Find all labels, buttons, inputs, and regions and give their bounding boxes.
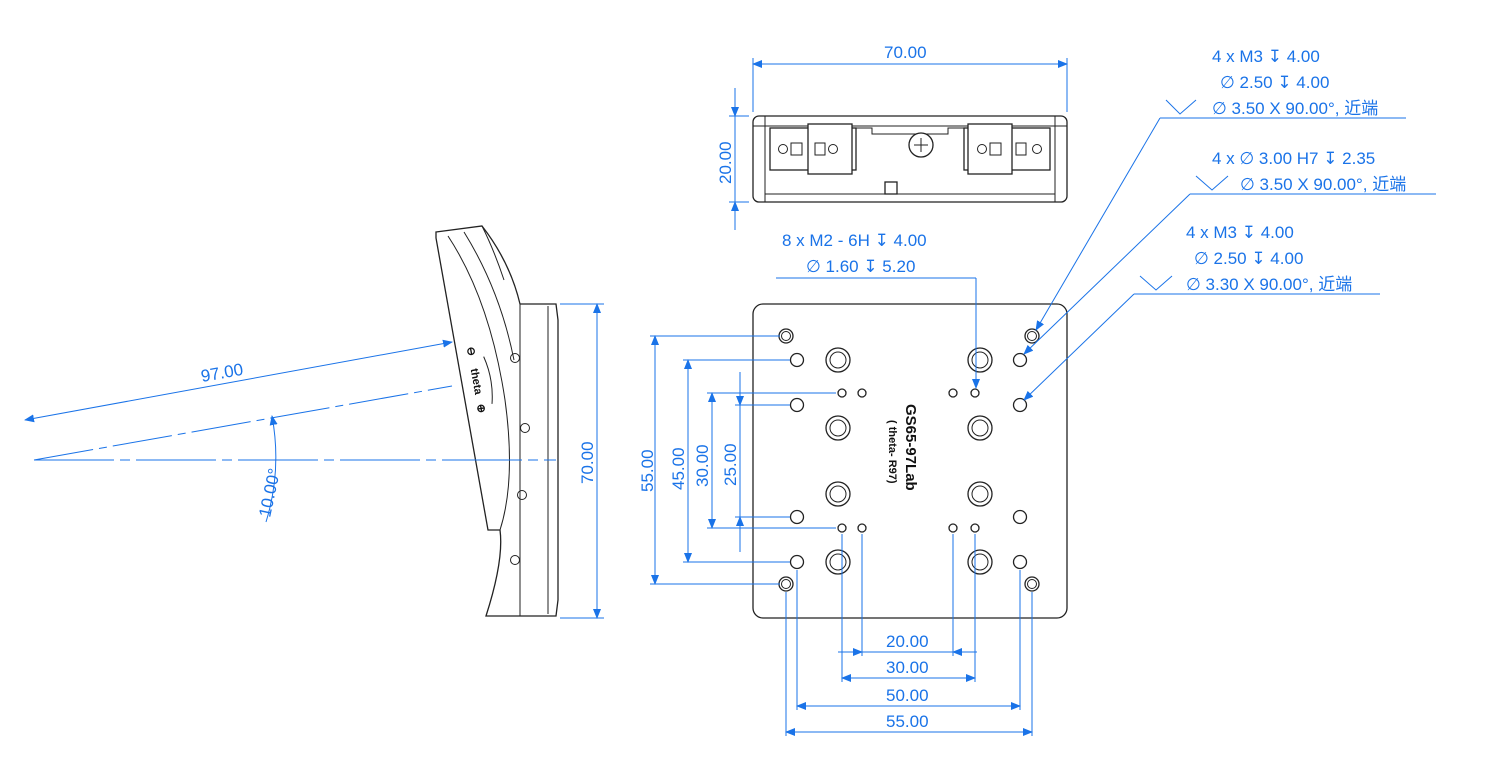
top-width-dim: 70.00	[884, 43, 927, 62]
callout-m3-bottom-line1: 4 x M3 ↧ 4.00	[1186, 223, 1294, 242]
callout-m2-line1: 8 x M2 - 6H ↧ 4.00	[782, 231, 927, 250]
callout-m3-top-line3: ∅ 3.50 X 90.00°, 近端	[1212, 99, 1378, 118]
front-vdim-25: 25.00	[721, 443, 740, 486]
front-hdim-30: 30.00	[886, 658, 929, 677]
callout-m2-line2: ∅ 1.60 ↧ 5.20	[806, 257, 915, 276]
callouts: 4 x M3 ↧ 4.00 ∅ 2.50 ↧ 4.00 ∅ 3.50 X 90.…	[776, 47, 1436, 401]
front-vdim-30: 30.00	[693, 444, 712, 487]
plus-symbol: ⊕	[474, 403, 487, 414]
side-angle-dim: 10.00°	[255, 467, 284, 519]
screw-heads	[825, 347, 993, 575]
front-hdim-50: 50.00	[886, 686, 929, 705]
model-label: GS65-97Lab	[902, 404, 919, 491]
top-height-dim: 20.00	[716, 141, 735, 184]
top-view: 70.00 20.00	[716, 43, 1068, 230]
front-hdim-55: 55.00	[886, 712, 929, 731]
front-hdim-20: 20.00	[886, 632, 929, 651]
model-sublabel: ( theta- R97)	[886, 420, 898, 484]
callout-m3-bottom-line3: ∅ 3.30 X 90.00°, 近端	[1186, 275, 1352, 294]
minus-symbol: ⊖	[464, 346, 477, 357]
front-vdim-55: 55.00	[638, 449, 657, 492]
front-vdim-45: 45.00	[669, 447, 688, 490]
side-length-dim: 97.00	[199, 360, 244, 386]
callout-m3-top-line2: ∅ 2.50 ↧ 4.00	[1220, 73, 1329, 92]
side-view: theta ⊖ ⊕ 97.00 10.00° 70.00	[24, 225, 604, 619]
front-view: GS65-97Lab ( theta- R97) 55.00 45.00 30.…	[638, 303, 1068, 736]
callout-pin-line2: ∅ 3.50 X 90.00°, 近端	[1240, 175, 1406, 194]
callout-m3-top-line1: 4 x M3 ↧ 4.00	[1212, 47, 1320, 66]
theta-engraving: theta	[468, 368, 485, 397]
side-height-dim: 70.00	[578, 441, 597, 484]
callout-m3-bottom-line2: ∅ 2.50 ↧ 4.00	[1194, 249, 1303, 268]
callout-pin-line1: 4 x ∅ 3.00 H7 ↧ 2.35	[1212, 149, 1375, 168]
